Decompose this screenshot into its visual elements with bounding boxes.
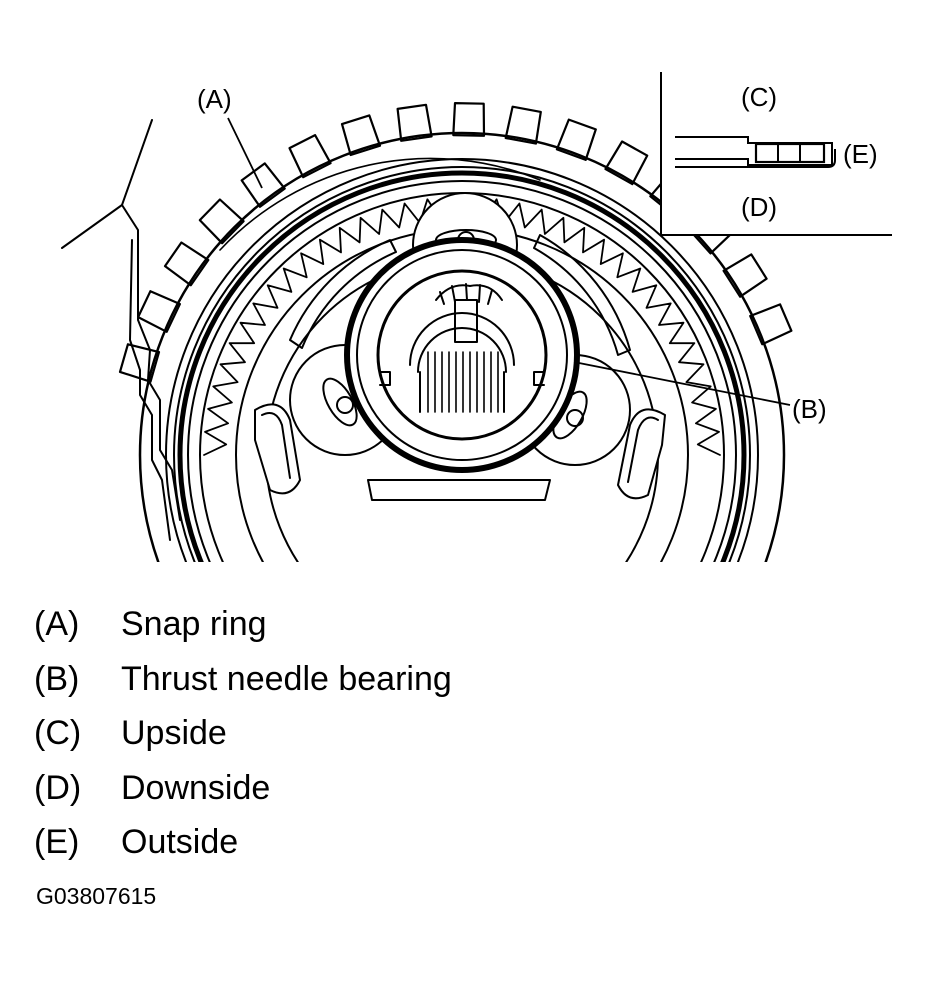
legend-text: Outside [121,823,239,861]
legend-text: Snap ring [121,605,267,643]
callout-a: (A) [197,84,232,114]
legend-key: (A) [34,605,80,643]
drum-tab [452,101,486,137]
callout-c: (C) [741,82,777,112]
drum-tab [163,241,210,287]
callout-e: (E) [843,139,878,169]
drum-assembly-diagram: (A) (B) (C) (E) (D) [61,72,901,562]
callout-b: (B) [792,394,827,424]
legend-key: (D) [34,768,82,807]
legend-key: (B) [34,659,80,698]
side-pistons [254,403,666,500]
thrust-needle-bearing [344,237,580,473]
drum-tab [198,198,245,245]
legend-text: Downside [121,768,271,807]
drum-tab [722,253,768,298]
figure-id: G03807615 [36,883,157,909]
drum-tab [240,162,286,208]
legend-text: Thrust needle bearing [121,659,452,698]
inset-detail [660,72,901,236]
snap-ring [177,170,747,562]
legend-key: (C) [34,714,82,752]
legend-text: Upside [121,714,227,752]
drum-tab [396,103,433,142]
housing-outline [61,119,181,541]
center-hub [379,283,545,413]
leader-lines [227,117,791,406]
drum-tab [504,105,542,145]
legend-key: (E) [34,823,80,861]
callout-d: (D) [741,192,777,222]
drum-outer-rings [138,131,786,562]
